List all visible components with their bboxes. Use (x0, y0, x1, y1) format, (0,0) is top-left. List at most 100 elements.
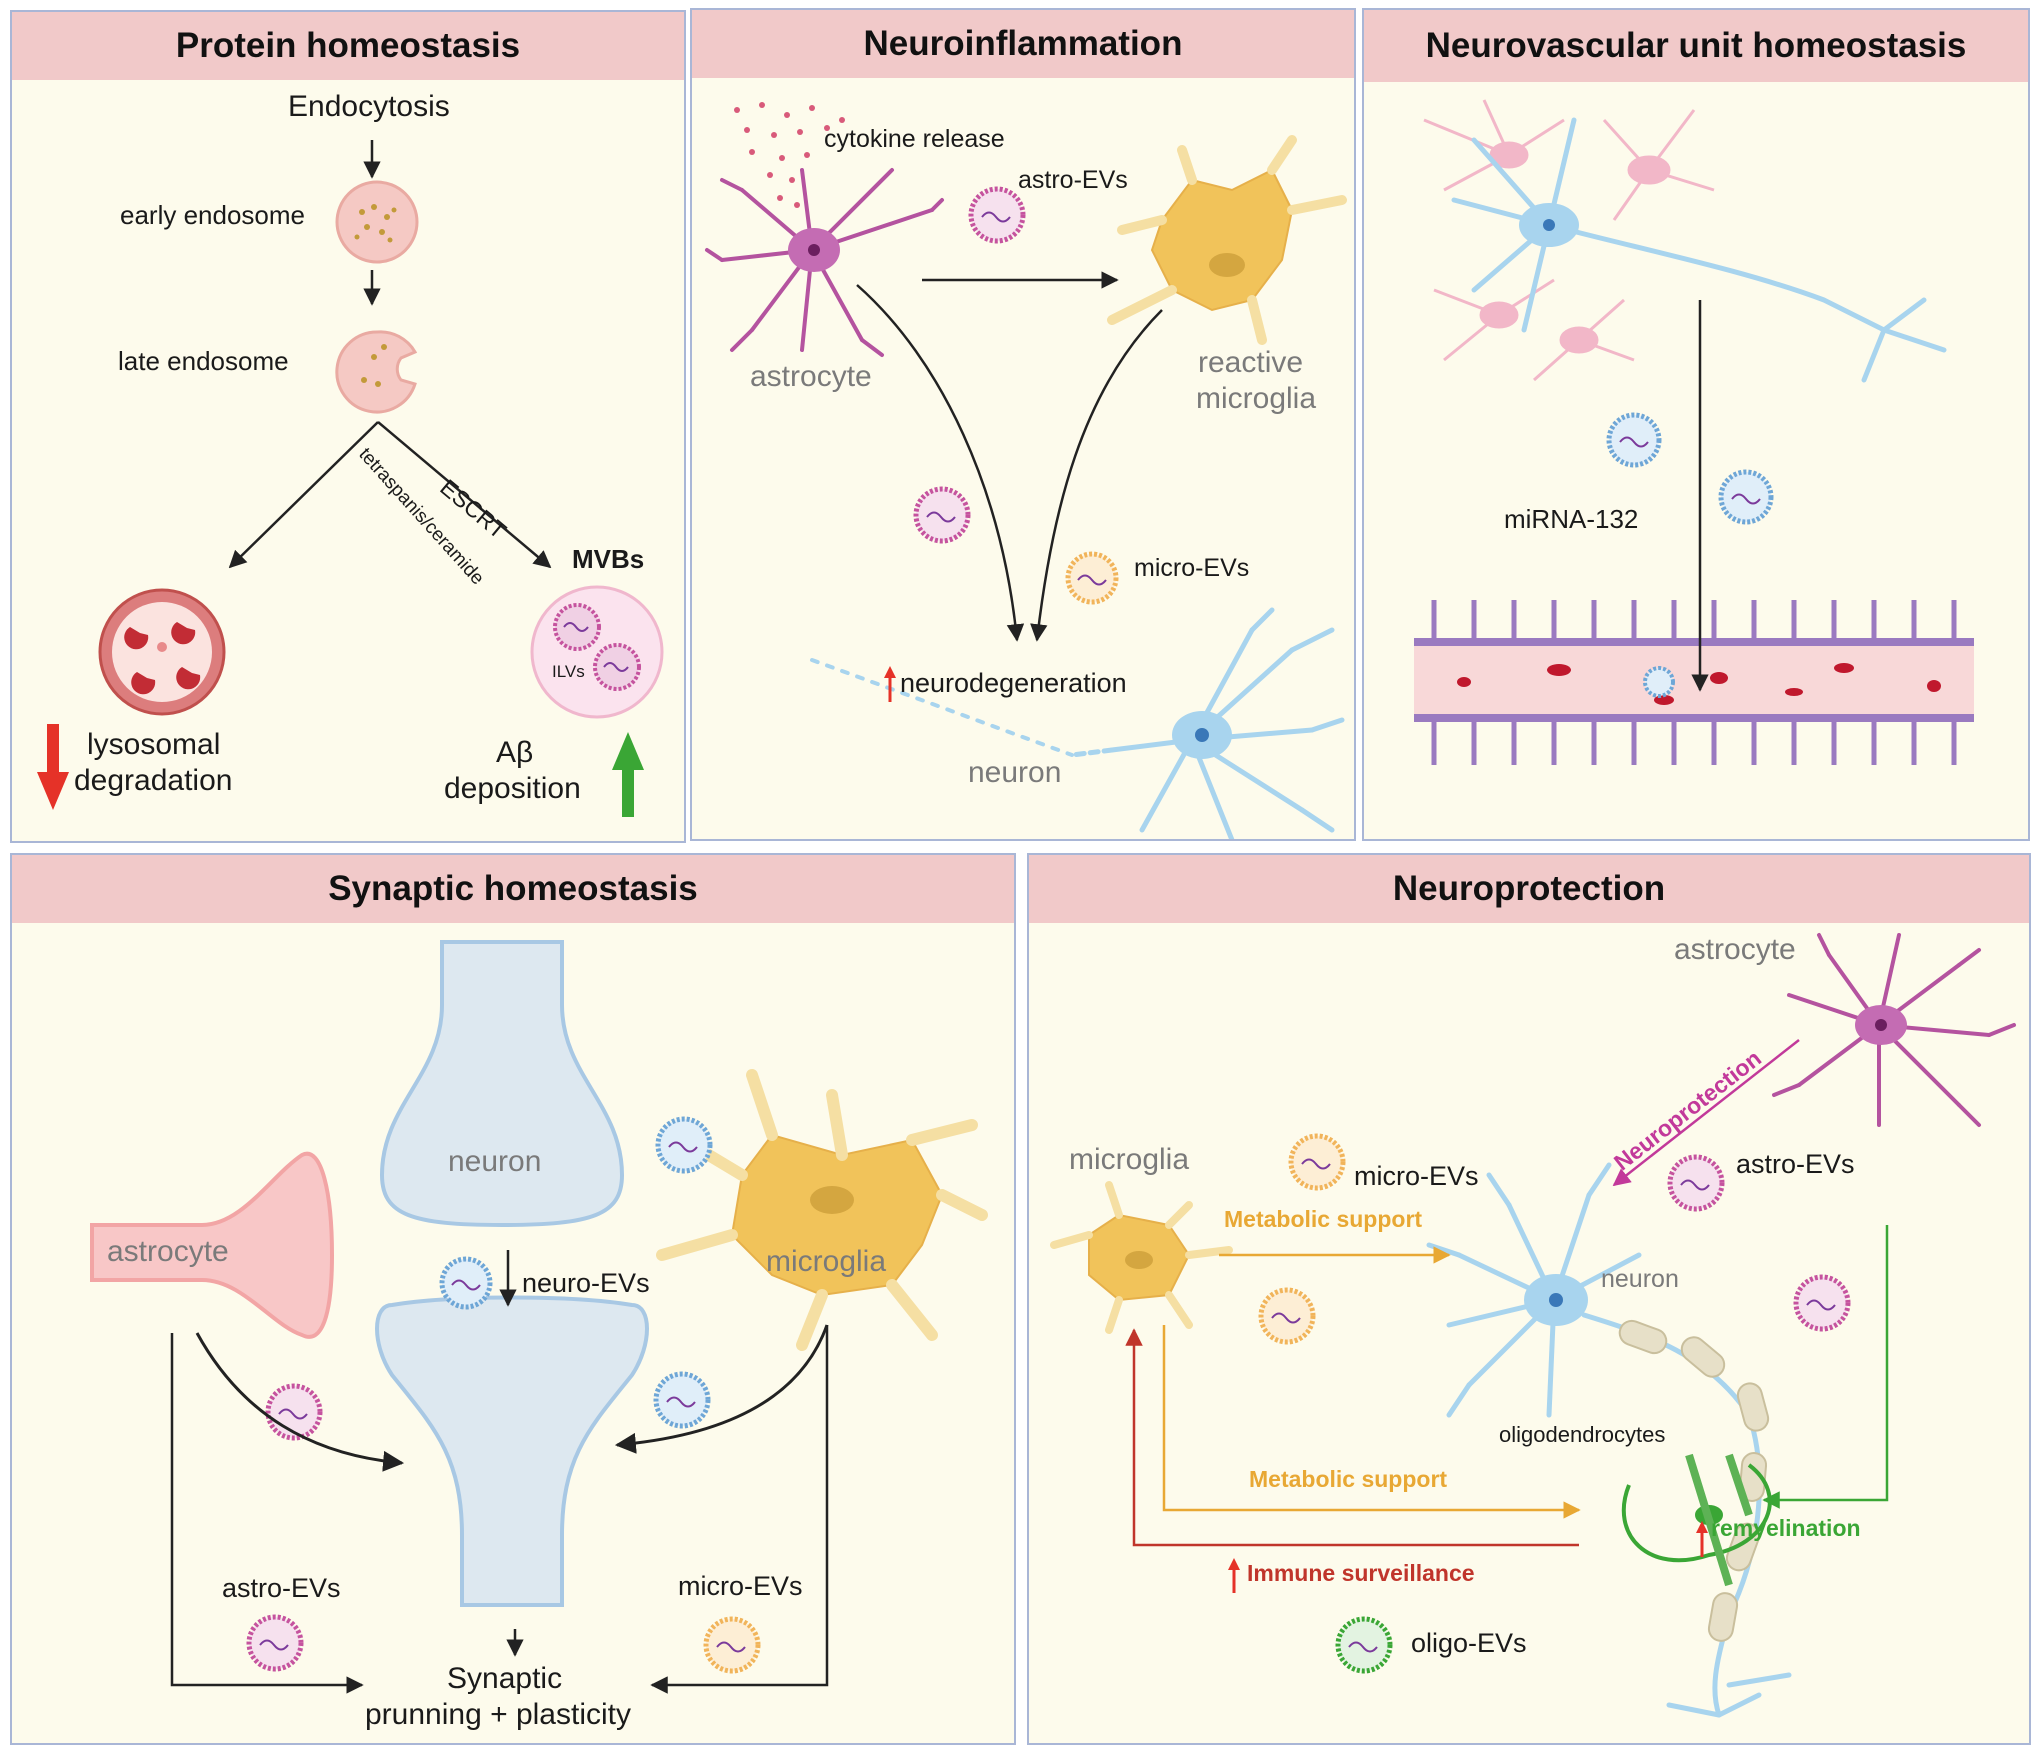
presynaptic-terminal (379, 940, 625, 1228)
cytokine-dots (734, 102, 845, 208)
protein-diagram (37, 140, 664, 817)
increase-arrow-icon (612, 732, 644, 817)
panel-neurovascular: Neurovascular unit homeostasis (1362, 8, 2030, 841)
oligo-evs-label: oligo-EVs (1411, 1628, 1527, 1658)
early-endosome-label: early endosome (120, 200, 305, 230)
lysosomal-label: lysosomal (87, 728, 221, 761)
arrow-microglia-to-neuron (1030, 309, 1163, 642)
micro-evs-label: micro-EVs (1354, 1161, 1479, 1191)
increase-arrow-icon (884, 666, 896, 702)
astro-evs-label: astro-EVs (1018, 166, 1128, 194)
neuron-label: neuron (448, 1145, 542, 1178)
metabolic-support-label-1: Metabolic support (1224, 1206, 1423, 1232)
panel-title: Synaptic homeostasis (12, 855, 1014, 923)
neuro-evs-label: neuro-EVs (522, 1268, 650, 1298)
neuroprotection-diagram (1050, 933, 2016, 1718)
arrow-immune-surveillance (1125, 1328, 1579, 1547)
postsynaptic-terminal (375, 1295, 649, 1607)
microglia-icon (1050, 1181, 1233, 1334)
mvbs-label: MVBs (572, 544, 645, 574)
micro-ev-icon (1288, 1133, 1346, 1191)
ilvs-label: ILVs (552, 662, 585, 681)
panel-title: Protein homeostasis (12, 12, 684, 80)
neuron-label: neuron (968, 756, 1062, 789)
panel-neuroinflammation: Neuroinflammation (690, 8, 1356, 841)
astro-ev-icon (1793, 1274, 1851, 1332)
micro-ev-icon (703, 1616, 761, 1674)
late-endosome-label: late endosome (118, 346, 289, 376)
oligodendrocytes-label: oligodendrocytes (1499, 1422, 1666, 1447)
neurovascular-diagram (1414, 99, 1974, 765)
neuro-ev-icon (1718, 469, 1774, 525)
arrow-astro-to-neuron (856, 284, 1025, 642)
arrow-to-mvbs (377, 421, 552, 569)
neurodegeneration-label: neurodegeneration (900, 668, 1127, 698)
astrocyte-icon (705, 168, 944, 357)
panel-title: Neuroinflammation (692, 10, 1354, 78)
arrow-remyelination (1762, 1225, 1889, 1509)
neuron-icon (1451, 117, 1947, 383)
neuro-ev-icon (655, 1116, 713, 1174)
astro-ev-icon (913, 486, 971, 544)
remyelination-label: remyelination (1711, 1515, 1861, 1541)
reactive-label: reactive (1198, 346, 1304, 379)
pink-astrocyte-icon (1423, 99, 1715, 382)
cytokine-release-label: cytokine release (824, 125, 1005, 153)
oligo-ev-icon (1335, 1616, 1393, 1674)
microglia-label: microglia (1069, 1143, 1190, 1176)
neuron-label: neuron (1601, 1265, 1679, 1293)
arrow-microglia-to-pruning (650, 1325, 829, 1694)
increase-arrow-icon (1696, 1521, 1708, 1557)
neuro-ev-icon (1606, 412, 1662, 468)
neuron-icon (810, 607, 1345, 839)
micro-evs-label: micro-EVs (1134, 554, 1250, 582)
astro-ev-icon (246, 1614, 304, 1672)
astrocyte-label: astrocyte (750, 360, 872, 393)
micro-ev-icon (1258, 1287, 1316, 1345)
late-endosome-icon (335, 330, 418, 414)
degradation-label: degradation (74, 764, 233, 797)
mvb-icon (530, 585, 664, 719)
mirna-label: miRNA-132 (1504, 504, 1639, 534)
immune-surveillance-label: Immune surveillance (1247, 1560, 1475, 1586)
panel-neuroprotection: Neuroprotection (1027, 853, 2031, 1745)
decrease-arrow-icon (37, 724, 69, 810)
arrow-to-lysosome (228, 421, 379, 569)
lysosome-icon (98, 588, 226, 716)
micro-ev-icon (1065, 551, 1119, 605)
early-endosome-icon (335, 180, 419, 264)
micro-evs-label: micro-EVs (678, 1571, 803, 1601)
astrocyte-icon (1772, 933, 2016, 1127)
panel-synaptic: Synaptic homeostasis (10, 853, 1016, 1745)
neuroinflammation-diagram (705, 102, 1347, 839)
neuro-ev-icon (1643, 666, 1675, 698)
astro-ev-icon (968, 186, 1026, 244)
microglia-label: microglia (1196, 382, 1317, 415)
metabolic-support-label-2: Metabolic support (1249, 1466, 1448, 1492)
prunning-label: prunning + plasticity (365, 1698, 631, 1731)
astrocyte-label: astrocyte (107, 1235, 229, 1268)
astrocyte-label: astrocyte (1674, 933, 1796, 966)
panel-protein-homeostasis: Protein homeostasis (10, 10, 686, 843)
microglia-icon (656, 1069, 988, 1351)
increase-arrow-icon (1228, 1558, 1240, 1593)
reactive-microglia-icon (1107, 135, 1347, 345)
arrow-microglia-to-synapse (614, 1324, 829, 1454)
blood-vessel-icon (1414, 600, 1974, 765)
arrow-astro-to-synapse (195, 1332, 405, 1472)
arrow-metabolic-support-2 (1162, 1325, 1581, 1519)
neuron-icon (1426, 1162, 1792, 1718)
neuro-ev-icon (653, 1371, 711, 1429)
astro-evs-label: astro-EVs (222, 1573, 341, 1603)
synaptic-label: Synaptic (447, 1662, 563, 1695)
panel-title: Neurovascular unit homeostasis (1364, 10, 2028, 82)
deposition-label: deposition (444, 772, 581, 805)
astro-evs-label: astro-EVs (1736, 1149, 1855, 1179)
astrocyte-process (90, 1151, 335, 1339)
abeta-label: Aβ (496, 736, 534, 769)
neuro-ev-icon (439, 1256, 493, 1310)
arrow-astro-to-pruning (170, 1333, 364, 1694)
microglia-label: microglia (766, 1245, 887, 1278)
endocytosis-label: Endocytosis (288, 90, 450, 123)
panel-title: Neuroprotection (1029, 855, 2029, 923)
